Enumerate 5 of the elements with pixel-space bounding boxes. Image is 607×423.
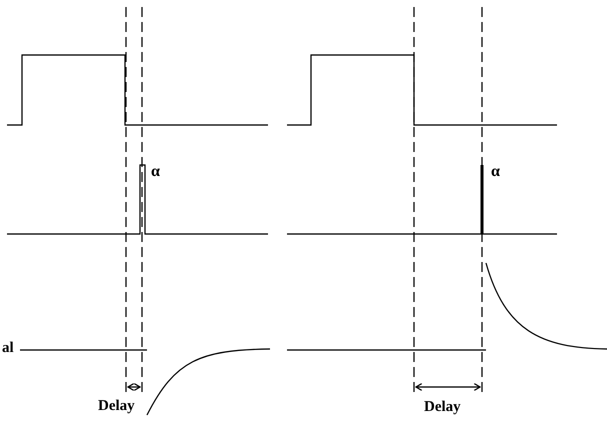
delay-label: Delay xyxy=(98,399,135,414)
signal-label: al xyxy=(2,341,14,356)
symbol-label: α xyxy=(491,164,500,180)
symbol-label: α xyxy=(151,164,160,180)
delay-label: Delay xyxy=(424,400,461,415)
